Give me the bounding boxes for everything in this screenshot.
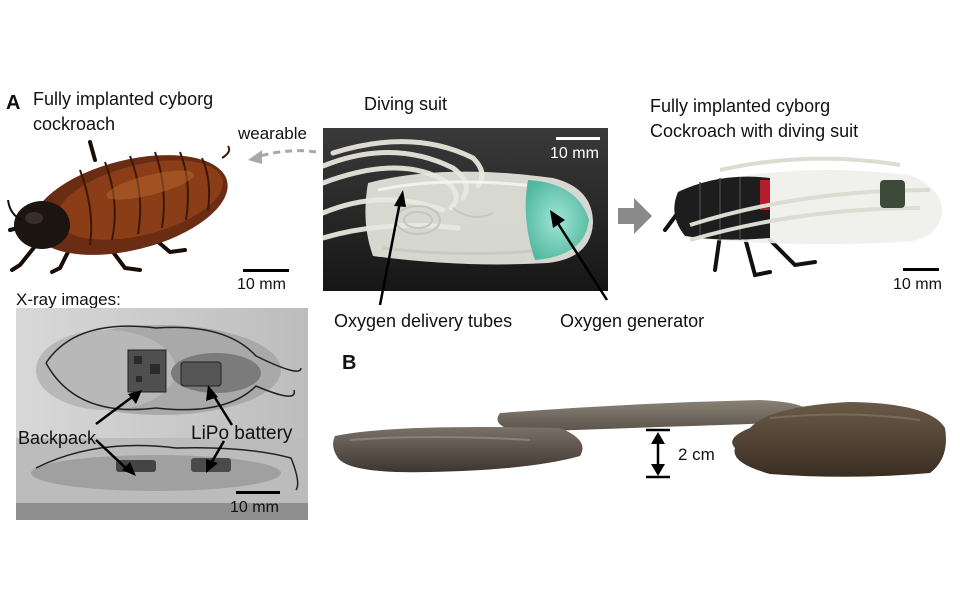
wearable-label: wearable <box>238 124 307 143</box>
diving-suit-photo <box>323 128 608 291</box>
left-title-line2: cockroach <box>33 114 116 134</box>
right-scale-bar <box>903 268 939 271</box>
right-title-line1: Fully implanted cyborg <box>650 96 831 116</box>
right-scale-label: 10 mm <box>893 276 942 293</box>
xray-title: X-ray images: <box>16 290 121 309</box>
panel-b-letter: B <box>342 352 357 374</box>
center-scale-label: 10 mm <box>550 145 599 162</box>
gap-label: 2 cm <box>678 445 715 464</box>
center-title: Diving suit <box>364 94 448 114</box>
xray-images <box>16 308 308 520</box>
left-scale-bar <box>243 269 289 272</box>
left-scale-label: 10 mm <box>237 276 286 293</box>
tubes-pointer-arrow <box>370 190 410 310</box>
left-title-line1: Fully implanted cyborg <box>33 89 214 109</box>
transform-arrow <box>618 198 654 234</box>
right-title-line2: Cockroach with diving suit <box>650 121 859 141</box>
rock-gap-photo <box>330 388 955 488</box>
battery-pointer-arrows <box>198 385 248 475</box>
xray-scale-bar <box>236 491 280 494</box>
gap-dimension-arrow <box>643 428 673 480</box>
generator-pointer-arrow <box>545 210 615 305</box>
xray-scale-label: 10 mm <box>230 499 279 516</box>
tubes-label: Oxygen delivery tubes <box>334 311 513 331</box>
battery-label: LiPo battery <box>191 423 293 444</box>
panel-a-letter: A <box>6 92 21 114</box>
cyborg-cockroach-photo <box>0 130 240 275</box>
generator-label: Oxygen generator <box>560 311 705 331</box>
backpack-pointer-arrows <box>90 388 150 478</box>
center-scale-bar <box>556 137 600 140</box>
wearable-dashed-arrow <box>240 140 320 170</box>
cockroach-with-suit-photo <box>660 150 950 280</box>
backpack-label: Backpack <box>18 428 97 448</box>
